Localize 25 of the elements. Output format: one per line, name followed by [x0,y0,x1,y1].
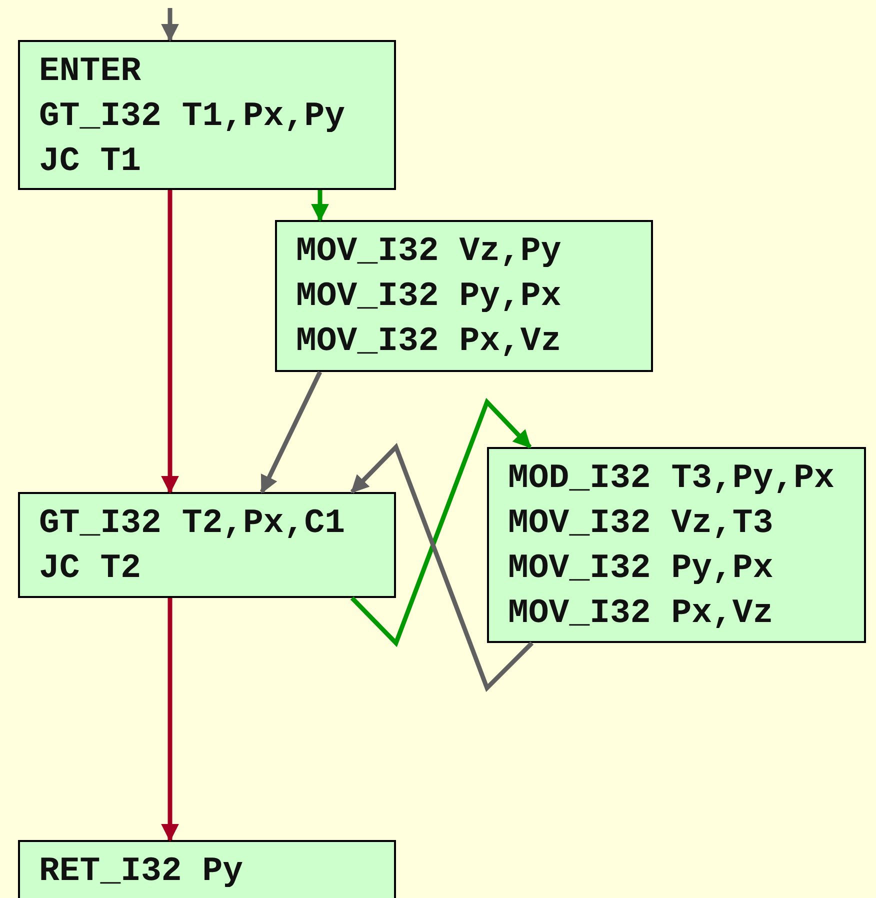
code-line: MOV_I32 Py,Px [296,277,562,318]
code-box [487,447,866,643]
code-line: MOV_I32 Px,Vz [508,594,774,635]
arrow [161,598,179,842]
code-line: MOV_I32 Py,Px [508,549,774,590]
code-line: MOV_I32 Vz,Py [296,232,562,273]
code-line: RET_I32 Py [39,852,244,893]
code-line: JC T1 [39,142,142,183]
code-line: JC T2 [39,549,142,590]
code-box [18,492,396,598]
code-box [275,220,653,372]
arrow [311,190,329,222]
code-box [18,840,396,898]
arrow [260,371,322,494]
code-line: ENTER [39,52,142,93]
code-line: MOV_I32 Px,Vz [296,322,562,363]
code-line: MOV_I32 Vz,T3 [508,504,774,545]
code-box [18,40,396,190]
code-line: GT_I32 T1,Px,Py [39,97,346,138]
code-line: GT_I32 T2,Px,C1 [39,504,346,545]
code-line: MOD_I32 T3,Py,Px [508,459,834,500]
arrow [161,8,179,42]
arrow [350,442,534,692]
arrow [350,398,532,648]
arrow [161,190,179,494]
